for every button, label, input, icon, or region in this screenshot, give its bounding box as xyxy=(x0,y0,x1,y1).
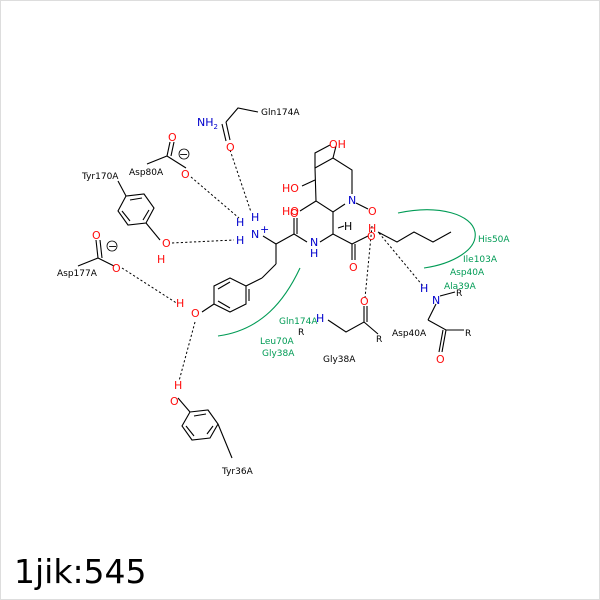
ligand-nh3-h3: H xyxy=(236,234,244,247)
ligand-n-oxygen: O xyxy=(368,205,377,218)
hydrophobic-right-1: His50A xyxy=(478,235,510,245)
ligand-amide-n: N xyxy=(310,236,318,249)
ligand-tyr-o: O xyxy=(191,307,200,320)
hydrophobic-right-3: Asp40A xyxy=(450,268,485,278)
ligand-carbonyl-o2: O xyxy=(290,207,299,220)
gly38a-hn: H xyxy=(316,312,324,325)
gly38a-r2: R xyxy=(376,335,382,345)
ligand-nh3-h1: H xyxy=(251,211,259,224)
residue-asp177a: O O − Asp177A xyxy=(57,229,121,279)
hydrophobic-arc-left xyxy=(217,267,301,337)
asp80a-oxygen-2: O xyxy=(181,168,190,181)
residue-tyr170a: O H Tyr170A xyxy=(81,172,171,266)
asp40a-h: H xyxy=(420,282,428,295)
hydrophobic-right-4: Ala39A xyxy=(444,282,477,292)
asp177a-label: Asp177A xyxy=(57,269,98,279)
hydrophobic-left-2: Leu70A xyxy=(260,337,295,347)
ligand-ho-ring: HO xyxy=(282,182,299,195)
ligand-ester-h: H xyxy=(368,222,376,235)
hydrogen-bonds xyxy=(121,149,424,382)
ligand-ho-side: HO xyxy=(282,205,299,218)
asp40a-r2: R xyxy=(465,329,471,339)
asp40a-n: N xyxy=(432,294,440,307)
ligand-bonds xyxy=(201,144,452,313)
asp80a-label: Asp80A xyxy=(129,168,164,178)
asp80a-charge: − xyxy=(179,148,188,161)
ligand-alpha-h: H xyxy=(344,220,352,233)
ligand-tyr-h: H xyxy=(176,297,184,310)
residue-asp40a: H N R R O Asp40A xyxy=(392,282,471,366)
tyr36a-label: Tyr36A xyxy=(221,467,254,477)
hydrophobic-arc-right xyxy=(397,209,476,269)
tyr170a-oxygen: O xyxy=(162,237,171,250)
asp40a-r1: R xyxy=(456,289,462,299)
gly38a-label: Gly38A xyxy=(323,355,356,365)
ligand-amide-h: H xyxy=(310,247,318,260)
tyr170a-hydrogen: H xyxy=(157,253,165,266)
ligand-atom-labels: OH HO N O HO H H O O N H O H H N + H H O xyxy=(176,138,377,320)
hydrophobic-left-1: Gln174A xyxy=(279,317,318,327)
nh2-label: NH2 xyxy=(197,116,218,131)
tyr36a-hydrogen: H xyxy=(174,379,182,392)
asp177a-charge: − xyxy=(108,240,117,253)
residue-asp80a: O O − Asp80A xyxy=(129,131,190,181)
asp177a-oxygen-2: O xyxy=(112,262,121,275)
structure-caption: 1jik:545 xyxy=(14,552,147,591)
hydrophobic-labels: Gln174A Leu70A Gly38A His50A Ile103A Asp… xyxy=(260,235,510,359)
asp40a-label: Asp40A xyxy=(392,329,427,339)
ligand-carbonyl-o1: O xyxy=(349,261,358,274)
residue-tyr36a: H O Tyr36A xyxy=(170,379,254,477)
asp80a-oxygen-1: O xyxy=(168,131,177,144)
tyr36a-oxygen: O xyxy=(170,395,179,408)
ligand-nh3-plus: + xyxy=(260,223,269,236)
asp40a-oxygen: O xyxy=(436,353,445,366)
tyr170a-label: Tyr170A xyxy=(81,172,119,182)
gln174a-top-label: Gln174A xyxy=(261,108,300,118)
hydrophobic-left-3: Gly38A xyxy=(262,349,295,359)
asp177a-oxygen-1: O xyxy=(92,229,101,242)
ligand-ester-o: O xyxy=(367,230,376,243)
hydrophobic-right-2: Ile103A xyxy=(463,255,498,265)
ligand-oh-top: OH xyxy=(329,138,346,151)
gly38a-r1: R xyxy=(298,328,304,338)
ligand-nh3-n: N xyxy=(251,228,259,241)
ligand-ring-n: N xyxy=(348,194,356,207)
residue-gln174a-top: NH2 O Gln174A xyxy=(197,107,300,154)
ligand-nh3-h2: H xyxy=(236,216,244,229)
gln-oxygen: O xyxy=(226,141,235,154)
residue-gly38a: O H R R Gly38A xyxy=(298,295,382,365)
gly38a-oxygen: O xyxy=(360,295,369,308)
